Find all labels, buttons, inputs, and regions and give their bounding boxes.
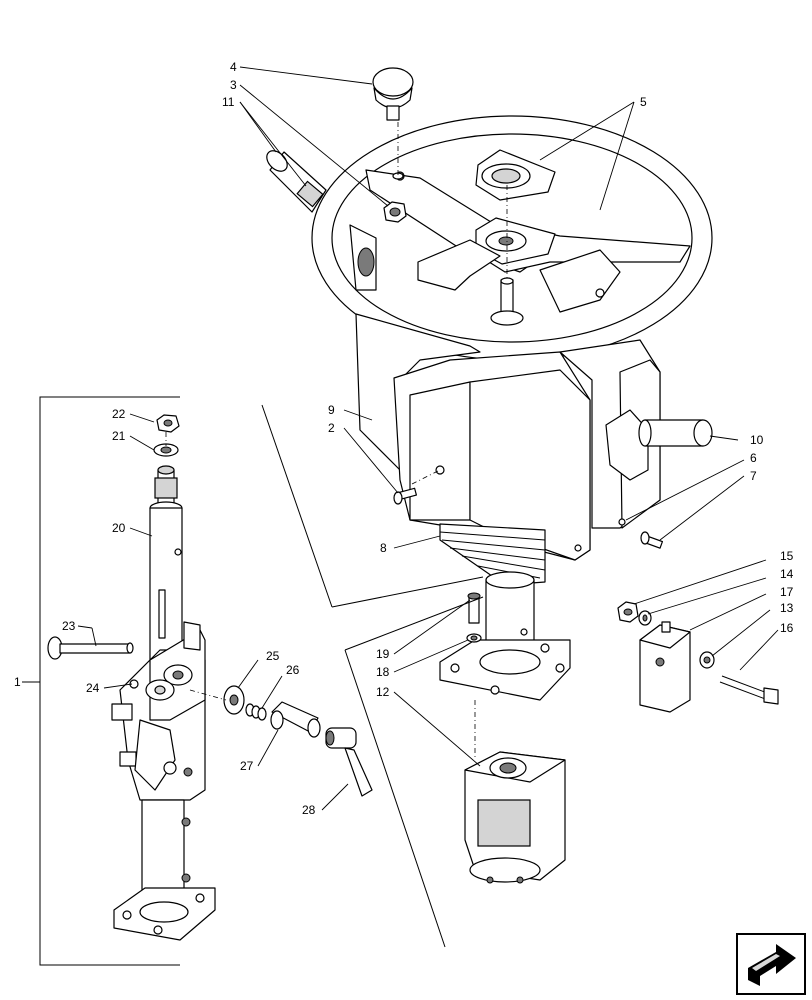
tilt-column-assembly xyxy=(111,414,216,941)
callout-24: 24 xyxy=(86,681,100,695)
bolt-19 xyxy=(466,592,482,643)
sleeve-27 xyxy=(270,701,321,738)
callout-10: 10 xyxy=(750,433,764,447)
screw-2 xyxy=(393,487,418,505)
callout-13: 13 xyxy=(780,601,794,615)
switch-17 xyxy=(639,621,691,713)
callout-5: 5 xyxy=(640,95,647,109)
joystick-10 xyxy=(605,409,713,481)
callout-25: 25 xyxy=(266,649,280,663)
spring-26 xyxy=(245,703,267,721)
callout-12: 12 xyxy=(376,685,390,699)
callout-17: 17 xyxy=(780,585,794,599)
callout-18: 18 xyxy=(376,665,390,679)
callout-20: 20 xyxy=(112,521,126,535)
lever-28 xyxy=(325,727,373,797)
assembly-bracket-1 xyxy=(22,396,180,966)
pin-23 xyxy=(47,636,134,660)
section-lines xyxy=(261,404,484,948)
callout-22: 22 xyxy=(112,407,126,421)
spinner-knob xyxy=(372,67,414,180)
callout-11: 11 xyxy=(222,95,235,109)
callout-6: 6 xyxy=(750,451,757,465)
nut-3 xyxy=(383,201,407,223)
callout-28: 28 xyxy=(302,803,316,817)
centre-lines xyxy=(165,122,508,760)
callout-15: 15 xyxy=(780,549,794,563)
callout-9: 9 xyxy=(328,403,335,417)
steering-wheel xyxy=(311,115,713,361)
callout-27: 27 xyxy=(240,759,254,773)
callout-2: 2 xyxy=(328,421,335,435)
lower-column xyxy=(439,571,571,701)
steering-unit xyxy=(464,751,566,884)
callout-7: 7 xyxy=(750,469,757,483)
callout-1: 1 xyxy=(14,675,21,689)
callout-21: 21 xyxy=(112,429,126,443)
callout-26: 26 xyxy=(286,663,300,677)
callout-14: 14 xyxy=(780,567,794,581)
callout-labels: 1 2 3 4 5 6 7 8 9 10 11 12 13 14 15 16 1… xyxy=(14,60,794,817)
nut-15 xyxy=(617,601,639,623)
washer-25 xyxy=(223,685,245,715)
screw-7 xyxy=(640,531,664,549)
callout-3: 3 xyxy=(230,78,237,92)
callout-16: 16 xyxy=(780,621,794,635)
callout-19: 19 xyxy=(376,647,390,661)
callout-8: 8 xyxy=(380,541,387,555)
callout-23: 23 xyxy=(62,619,76,633)
washer-13 xyxy=(699,651,715,669)
lever-handle-11 xyxy=(266,150,377,291)
next-page-arrow-icon[interactable] xyxy=(736,933,806,995)
callout-4: 4 xyxy=(230,60,237,74)
bolt-16 xyxy=(719,675,779,705)
console-housing xyxy=(355,313,661,586)
leader-lines xyxy=(77,66,779,811)
washer-14 xyxy=(638,610,652,626)
